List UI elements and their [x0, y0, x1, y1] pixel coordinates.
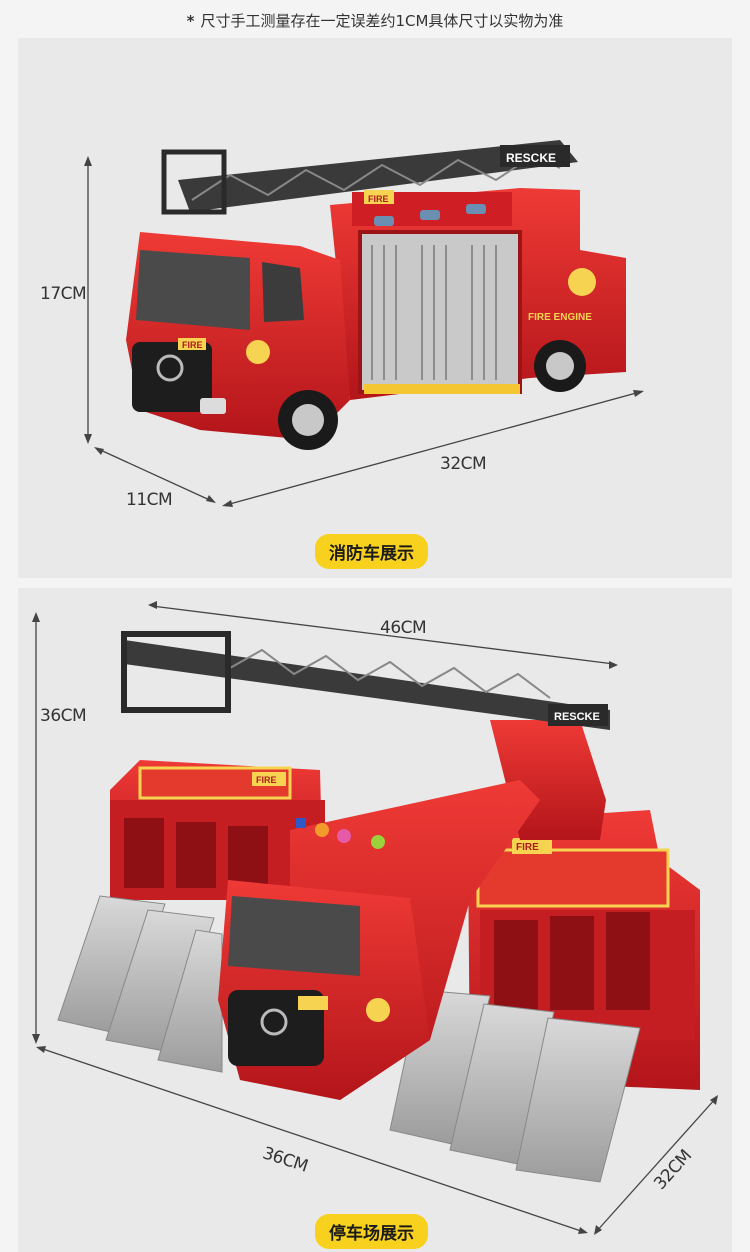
- truck-length-label: 32CM: [440, 454, 487, 474]
- garage-left-fire-label: FIRE: [256, 775, 277, 785]
- ladder-length-arrow: [148, 601, 618, 669]
- garage-length-arrow: [36, 1046, 588, 1234]
- garage-truck-logo-icon: [260, 1008, 288, 1036]
- cab-emblem-icon: [246, 340, 270, 364]
- truck-width-arrow: [94, 447, 216, 503]
- truck-ladder: RESCKE: [161, 140, 578, 215]
- fire-emblem-icon: [568, 268, 596, 296]
- truck-fire-label: FIRE: [368, 194, 389, 204]
- truck-logo-icon: [156, 354, 184, 382]
- garage-brand-label: RESCKE: [554, 711, 600, 723]
- siren-light-green: [371, 835, 385, 849]
- garage-height-label: 36CM: [40, 706, 87, 726]
- siren-light-orange: [315, 823, 329, 837]
- garage-depth-arrow: [594, 1095, 718, 1235]
- garage-cab-emblem-icon: [366, 998, 390, 1022]
- truck-caption: 消防车展示: [315, 534, 428, 569]
- truck-engine-label: FIRE ENGINE: [528, 312, 592, 323]
- ladder-length-label: 46CM: [380, 618, 427, 638]
- measurement-note: * 尺寸手工测量存在一定误差约1CM具体尺寸以实物为准: [0, 10, 750, 31]
- truck-length-arrow: [222, 390, 644, 507]
- truck-height-arrow: [84, 156, 92, 444]
- truck-width-label: 11CM: [126, 490, 173, 510]
- note-text: 尺寸手工测量存在一定误差约1CM具体尺寸以实物为准: [200, 12, 564, 30]
- note-star: *: [186, 12, 195, 30]
- truck-cab-label: FIRE: [182, 340, 203, 350]
- truck-brand-label: RESCKE: [506, 151, 556, 165]
- garage-right-fire-label: FIRE: [516, 842, 539, 853]
- siren-light-blue: [296, 818, 306, 828]
- fire-truck: RESCKE FIRE FIRE ENGINE FIRE: [126, 140, 626, 450]
- garage-caption: 停车场展示: [315, 1214, 428, 1249]
- siren-light-pink: [337, 829, 351, 843]
- fire-station-garage: FIRE FIRE RESCKE: [57, 631, 700, 1183]
- truck-height-label: 17CM: [40, 284, 87, 304]
- garage-height-arrow: [32, 612, 40, 1044]
